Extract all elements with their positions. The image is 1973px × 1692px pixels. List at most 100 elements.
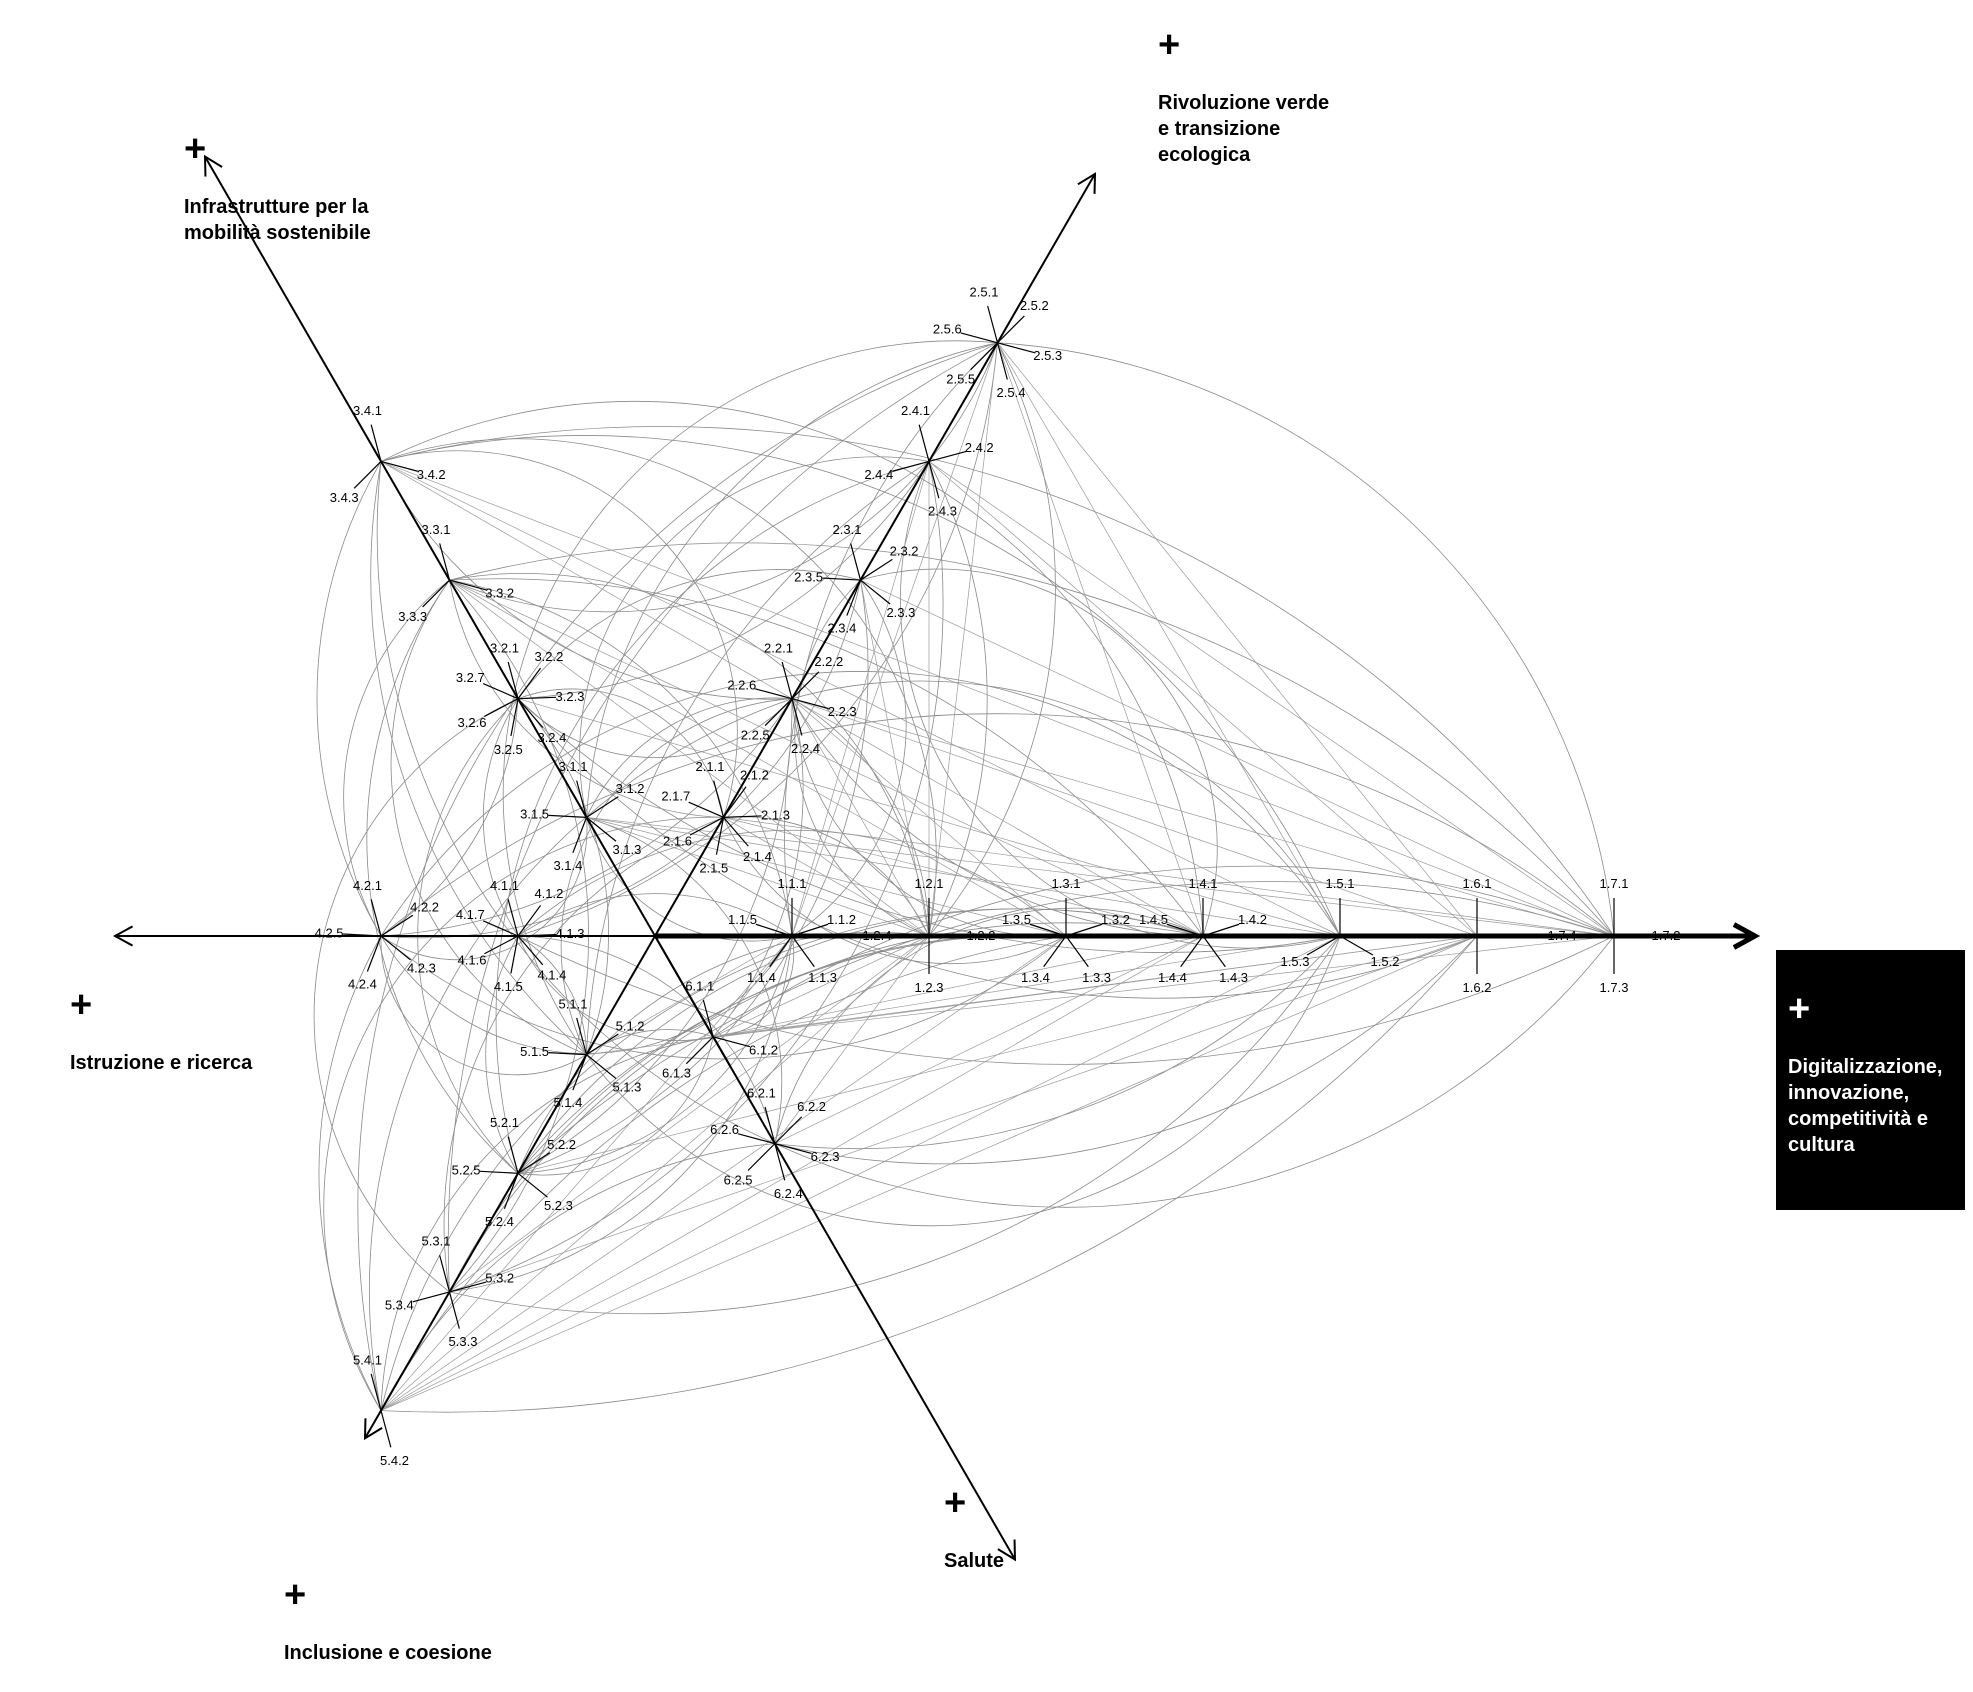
connection-link <box>928 342 998 937</box>
connection-arc <box>482 698 519 937</box>
connection-arc <box>366 579 519 1174</box>
node-group-5-4: 5.4.15.4.2 <box>353 1352 409 1467</box>
node-label: 1.1.3 <box>808 970 837 985</box>
axis-line-5 <box>364 935 656 1439</box>
node-label: 1.4.1 <box>1189 876 1218 891</box>
connection-arc <box>791 579 907 937</box>
node-spoke <box>702 999 714 1038</box>
node-spoke <box>1065 935 1089 968</box>
node-spoke <box>380 460 418 472</box>
node-label: 5.3.2 <box>485 1271 514 1286</box>
connection-arc <box>449 935 1341 1315</box>
node-label: 4.1.6 <box>458 952 487 967</box>
node-label: 1.3.5 <box>1002 912 1031 927</box>
node-label: 3.4.1 <box>353 403 382 418</box>
node-groups: 1.1.11.1.21.1.31.1.41.1.51.2.11.2.21.2.3… <box>315 285 1681 1468</box>
node-label: 1.5.1 <box>1326 876 1355 891</box>
node-label: 2.1.7 <box>661 789 690 804</box>
node-spoke <box>353 460 382 489</box>
connection-arc <box>449 922 1204 1293</box>
node-spoke <box>1043 935 1067 968</box>
connection-arc <box>517 935 714 1041</box>
connection-arc <box>517 935 793 1174</box>
node-label: 1.1.5 <box>728 912 757 927</box>
connection-arc <box>323 816 724 1411</box>
connection-link <box>380 935 1341 1411</box>
connection-link <box>712 935 793 1038</box>
node-spoke <box>370 424 382 462</box>
node-spoke <box>517 698 544 728</box>
node-label: 4.2.3 <box>407 961 436 976</box>
node-label: 2.2.4 <box>791 741 820 756</box>
connection-arc <box>485 935 519 1174</box>
connection-arc <box>586 935 1341 1227</box>
node-label: 5.2.1 <box>490 1115 519 1130</box>
node-label: 4.2.4 <box>348 977 377 992</box>
node-spoke <box>517 933 556 937</box>
node-spoke <box>448 1291 460 1329</box>
connection-arc <box>370 461 587 1055</box>
node-label: 3.1.5 <box>520 807 549 822</box>
node-spoke <box>715 817 725 855</box>
node-spoke <box>517 935 544 966</box>
node-label: 5.2.3 <box>544 1198 573 1213</box>
node-spoke <box>997 342 1035 354</box>
connection-arc <box>517 569 861 699</box>
node-label: 1.4.5 <box>1139 912 1168 927</box>
axis-line-3 <box>204 156 656 937</box>
node-spoke <box>860 558 893 581</box>
connection-arc <box>712 865 1615 1038</box>
node-label: 2.4.1 <box>901 403 930 418</box>
node-label: 5.1.5 <box>520 1044 549 1059</box>
node-spoke <box>1306 935 1341 956</box>
node-spoke <box>918 424 930 462</box>
node-label: 5.2.2 <box>547 1137 576 1152</box>
node-spoke <box>723 816 749 847</box>
axis-title-infrastrutture: + Infrastrutture per la mobilità sosteni… <box>184 104 371 272</box>
node-label: 2.1.3 <box>761 807 790 822</box>
connection-link <box>586 817 1067 937</box>
node-label: 6.1.1 <box>685 979 714 994</box>
node-label: 1.1.2 <box>827 912 856 927</box>
node-spoke <box>1202 935 1226 968</box>
node-spoke <box>987 305 999 343</box>
node-group-3-1: 3.1.13.1.23.1.33.1.43.1.5 <box>520 759 644 873</box>
connection-arc <box>517 342 998 937</box>
node-spoke <box>517 1152 551 1174</box>
connection-arc <box>794 579 930 937</box>
node-label: 2.1.2 <box>740 768 769 783</box>
node-spoke <box>1180 935 1204 968</box>
plus-icon: + <box>70 984 93 1026</box>
axis-label: Inclusione e coesione <box>284 1642 492 1664</box>
connection-arc <box>774 935 1341 1150</box>
node-group-1-2: 1.2.11.2.21.2.31.2.4 <box>863 876 996 995</box>
node-spoke <box>482 920 519 937</box>
node-spoke <box>723 786 747 818</box>
node-label: 3.1.1 <box>559 759 588 774</box>
node-spoke <box>846 579 862 616</box>
connection-arc <box>449 573 930 937</box>
axis-label: Rivoluzione verde e transizione ecologic… <box>1158 92 1330 166</box>
node-label: 2.4.4 <box>864 467 893 482</box>
node-label: 2.2.2 <box>814 654 843 669</box>
connection-arc <box>380 935 1478 1413</box>
node-spoke <box>572 1054 588 1091</box>
connection-arc <box>517 829 1067 937</box>
node-spoke <box>764 1106 776 1144</box>
connection-link <box>774 935 1204 1144</box>
node-label: 2.3.5 <box>794 569 823 584</box>
axes <box>112 154 1761 1562</box>
node-label: 3.1.3 <box>612 842 641 857</box>
connection-link <box>380 935 1478 1411</box>
connection-arc <box>380 671 1341 937</box>
connection-arc <box>380 426 1615 937</box>
node-spoke <box>510 698 519 737</box>
node-label: 3.2.1 <box>490 641 519 656</box>
connection-link <box>791 698 1478 937</box>
axis-line-inner <box>654 935 731 1067</box>
node-label: 4.2.5 <box>315 925 344 940</box>
node-spoke <box>713 780 725 818</box>
connection-link <box>791 342 998 937</box>
axis-line-2 <box>654 173 1096 937</box>
node-spoke <box>764 698 793 727</box>
